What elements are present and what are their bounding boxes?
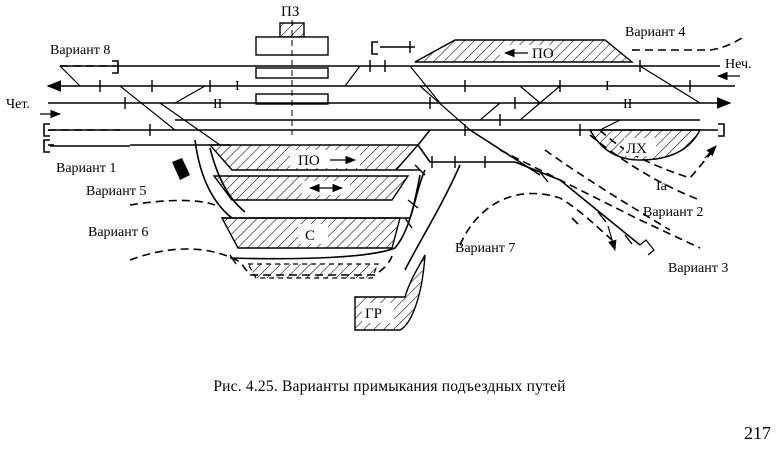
cargo-area-sorting (212, 175, 410, 201)
track-I-label-right: I (605, 79, 610, 94)
passenger-building: ПЗ (255, 4, 329, 135)
cargo-area-po-middle: ПО (208, 144, 420, 171)
variant-6-label: Вариант 6 (88, 225, 148, 240)
ia-label: Iа (656, 179, 668, 194)
cargo-area-c: С (220, 217, 401, 249)
variant-6-track: Вариант 6 (88, 225, 393, 279)
cargo-area-gr: ГР (354, 164, 461, 331)
variant-3-label: Вариант 3 (668, 261, 728, 276)
main-tracks: I II I II (46, 60, 735, 146)
c-label: С (305, 228, 315, 244)
variant-1-label: Вариант 1 (56, 161, 116, 176)
lh-label: ЛХ (626, 141, 647, 157)
variant-5-track: Вариант 5 (86, 184, 216, 206)
variant-4-track: Вариант 4 (371, 25, 743, 55)
even-direction-label: Чет. (6, 97, 30, 112)
gate-block (172, 158, 190, 180)
variant-8-track: Вариант 8 (50, 43, 119, 87)
track-II-label-right: II (623, 97, 633, 112)
variant-5-label: Вариант 5 (86, 184, 146, 199)
figure-caption: Рис. 4.25. Варианты примыкания подъездны… (213, 378, 566, 395)
po-top-label: ПО (532, 46, 554, 62)
page-number: 217 (744, 423, 771, 443)
variant-1-track: Вариант 1 (43, 123, 130, 176)
track-I-label-left: I (235, 79, 240, 94)
right-branch-tracks (417, 123, 725, 256)
cargo-area-lh: ЛХ (588, 129, 702, 161)
po-middle-label: ПО (298, 153, 320, 169)
variant-7-label: Вариант 7 (455, 241, 515, 256)
pz-label: ПЗ (281, 4, 299, 20)
signal-ticks (99, 60, 691, 136)
cargo-area-po-top: ПО (414, 39, 634, 63)
gr-label: ГР (365, 306, 382, 322)
variant-2-label: Вариант 2 (643, 205, 703, 220)
track-II-label-left: II (213, 97, 223, 112)
variant-8-label: Вариант 8 (50, 43, 110, 58)
yard-tracks (194, 129, 431, 265)
variant-4-label: Вариант 4 (625, 25, 685, 40)
odd-direction-label: Неч. (725, 57, 752, 72)
